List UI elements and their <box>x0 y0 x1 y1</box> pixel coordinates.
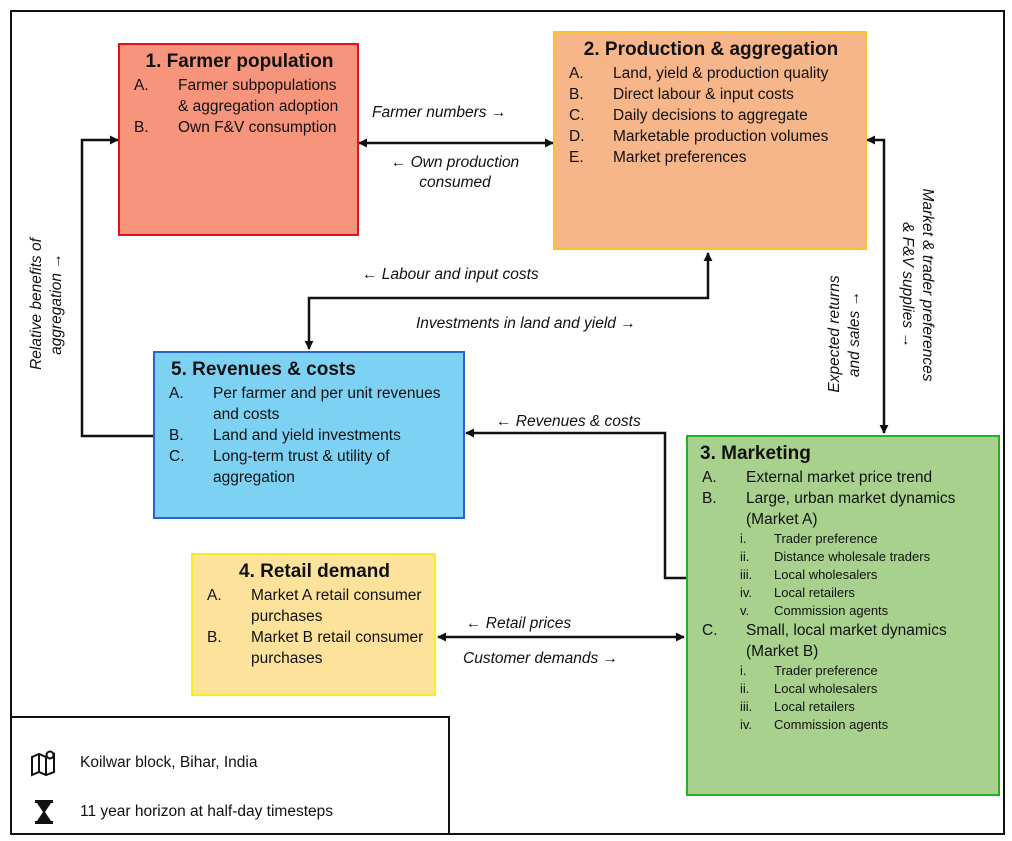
diagram-frame <box>10 10 1005 835</box>
label-expected-returns: Expected returns and sales → <box>825 259 865 409</box>
item-list: A.Market A retail consumer purchases B.M… <box>205 585 424 669</box>
list-item: C.Long-term trust & utility of aggregati… <box>169 448 390 486</box>
label-line: and sales → <box>846 290 863 378</box>
sub-list-market-a: i.Trader preference ii.Distance wholesal… <box>700 530 988 620</box>
label-line: Expected returns <box>826 275 843 393</box>
list-item: C.Daily decisions to aggregate <box>569 107 808 124</box>
label-market-trader: Market & trader preferences & F&V suppli… <box>897 160 937 410</box>
label-relative-benefits: Relative benefits of aggregation → <box>27 209 67 399</box>
list-item: A.External market price trend <box>702 469 933 486</box>
legend-horizon-text: 11 year horizon at half-day timesteps <box>80 803 334 820</box>
list-item: iii.Local wholesalers <box>740 567 878 582</box>
retail-demand-box: 4. Retail demand A.Market A retail consu… <box>191 553 436 696</box>
revenues-costs-box: 5. Revenues & costs A.Per farmer and per… <box>153 351 465 519</box>
list-item: i.Trader preference <box>740 531 878 546</box>
label-investments: Investments in land and yield → <box>416 315 636 332</box>
box-title: 4. Retail demand <box>239 561 390 582</box>
list-item: A.Market A retail consumer purchases <box>207 587 422 625</box>
list-item: iv.Local retailers <box>740 585 855 600</box>
label-line: aggregation → <box>48 253 65 355</box>
box-title: 2. Production & aggregation <box>583 39 839 60</box>
legend-location: Koilwar block, Bihar, India <box>30 749 257 777</box>
item-list: C.Small, local market dynamics (Market B… <box>700 620 988 662</box>
item-list: A.External market price trend B.Large, u… <box>700 467 988 530</box>
label-customer-demands: Customer demands → <box>463 650 619 667</box>
list-item: C.Small, local market dynamics (Market B… <box>702 622 947 660</box>
list-item: iii.Local retailers <box>740 699 855 714</box>
label-line: Relative benefits of <box>28 238 45 370</box>
arrow-marketing-revenues <box>465 428 686 580</box>
label-retail-prices: ← Retail prices <box>466 615 572 632</box>
legend-location-text: Koilwar block, Bihar, India <box>80 754 258 771</box>
list-item: B.Own F&V consumption <box>134 119 337 136</box>
list-item: i.Trader preference <box>740 663 878 678</box>
label-own-production: ← Own production consumed <box>365 153 545 193</box>
list-item: E.Market preferences <box>569 149 747 166</box>
list-item: iv.Commission agents <box>740 717 889 732</box>
item-list: A.Farmer subpopulations & aggregation ad… <box>132 75 347 138</box>
label-line: ← Own production <box>390 154 520 171</box>
list-item: B.Land and yield investments <box>169 427 401 444</box>
label-line: Market & trader preferences <box>919 188 936 382</box>
label-labour-costs: ← Labour and input costs <box>362 266 539 283</box>
production-aggregation-box: 2. Production & aggregation A.Land, yiel… <box>553 31 867 250</box>
marketing-box: 3. Marketing A.External market price tre… <box>686 435 1000 796</box>
label-line: consumed <box>419 174 491 191</box>
list-item: D.Marketable production volumes <box>569 128 829 145</box>
arrow-production-revenues <box>304 252 713 350</box>
legend: Koilwar block, Bihar, India 11 year hori… <box>10 716 450 835</box>
label-farmer-numbers: Farmer numbers → <box>372 104 507 121</box>
list-item: A.Land, yield & production quality <box>569 65 829 82</box>
item-list: A.Per farmer and per unit revenues and c… <box>167 383 453 488</box>
sub-list-market-b: i.Trader preference ii.Local wholesalers… <box>700 662 988 734</box>
list-item: A.Per farmer and per unit revenues and c… <box>169 385 441 423</box>
legend-horizon: 11 year horizon at half-day timesteps <box>30 798 333 826</box>
box-title: 5. Revenues & costs <box>171 359 356 380</box>
list-item: B.Market B retail consumer purchases <box>207 629 424 667</box>
list-item: B.Large, urban market dynamics (Market A… <box>702 490 956 528</box>
list-item: B.Direct labour & input costs <box>569 86 794 103</box>
arrow-revenues-farmer <box>80 135 153 438</box>
arrow-production-marketing <box>866 135 889 434</box>
item-list: A.Land, yield & production quality B.Dir… <box>567 63 855 168</box>
box-title: 3. Marketing <box>700 443 811 464</box>
farmer-population-box: 1. Farmer population A.Farmer subpopulat… <box>118 43 359 236</box>
box-title: 1. Farmer population <box>145 51 334 72</box>
label-line: & F&V supplies → <box>899 222 916 348</box>
list-item: ii.Distance wholesale traders <box>740 549 931 564</box>
label-revenues-costs: ← Revenues & costs <box>496 413 641 430</box>
map-pin-icon <box>31 750 55 777</box>
hourglass-icon <box>35 800 53 824</box>
list-item: ii.Local wholesalers <box>740 681 878 696</box>
list-item: A.Farmer subpopulations & aggregation ad… <box>134 77 339 115</box>
list-item: v.Commission agents <box>740 603 889 618</box>
